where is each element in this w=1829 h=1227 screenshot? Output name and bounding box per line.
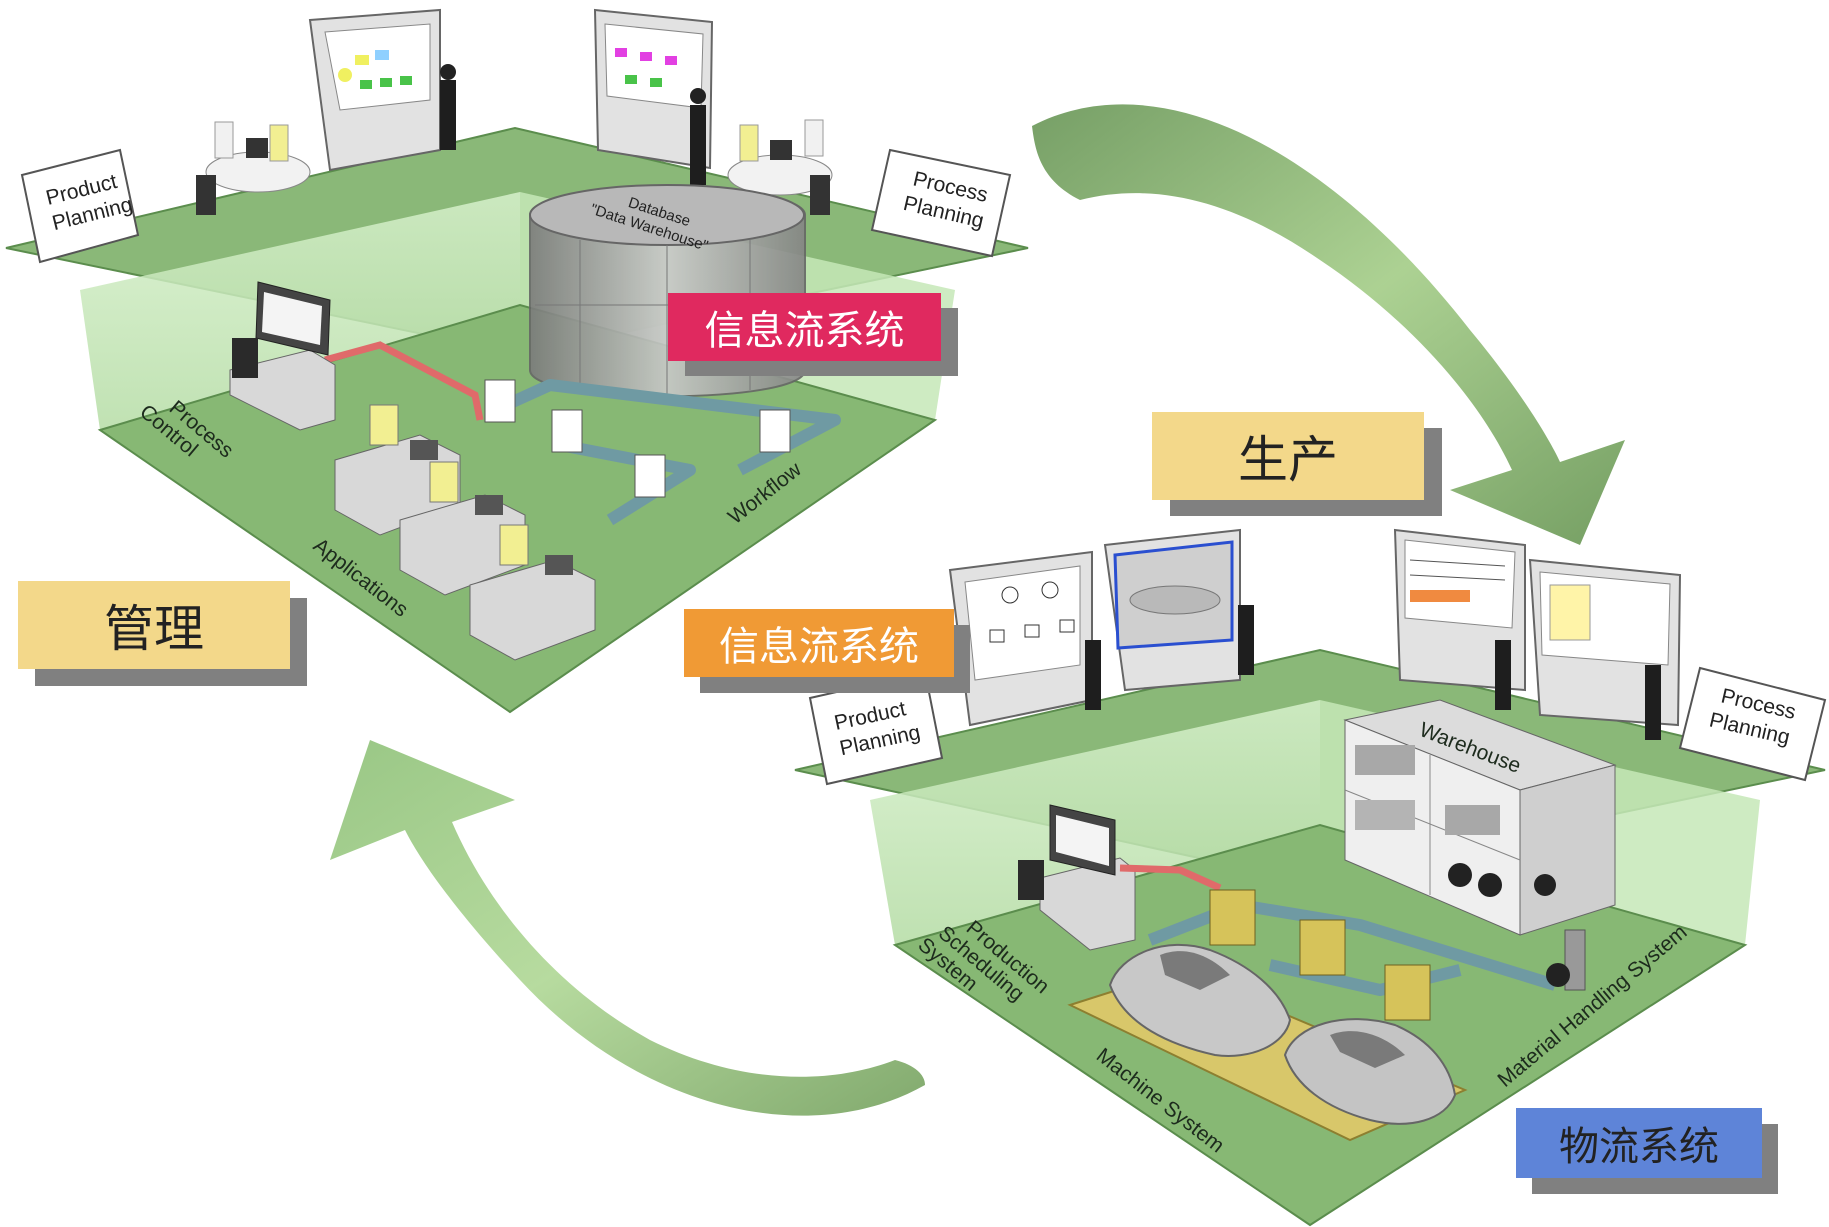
document-icon bbox=[759, 409, 791, 453]
operator-figure bbox=[232, 338, 258, 378]
sign-process-planning-top: ProcessPlanning bbox=[870, 148, 1012, 258]
presenter-figure bbox=[1085, 640, 1101, 710]
display-board-drawing bbox=[1528, 558, 1682, 727]
presenter-head bbox=[440, 64, 456, 80]
operator-figure bbox=[1018, 860, 1044, 900]
logistics-label: 物流系统 bbox=[1516, 1108, 1762, 1178]
presenter-figure bbox=[440, 80, 456, 150]
display-board-table bbox=[1393, 528, 1526, 692]
management-label-text: 管理 bbox=[104, 600, 204, 658]
production-label-text: 生产 bbox=[1238, 431, 1338, 489]
presenter-figure bbox=[690, 105, 706, 185]
scheduling-desk bbox=[1039, 857, 1136, 951]
process-control-link bbox=[324, 341, 484, 421]
document-icon bbox=[551, 409, 583, 453]
info-flow-label-bottom-text: 信息流系统 bbox=[719, 624, 919, 670]
warehouse-shelf: Warehouse bbox=[1343, 699, 1617, 936]
presenter-figure bbox=[1238, 605, 1254, 675]
management-scene: ProductPlanning ProcessPlanning bbox=[5, 8, 1029, 714]
scheduling-link bbox=[1119, 864, 1222, 892]
person-figure bbox=[810, 175, 830, 215]
person-figure bbox=[214, 121, 234, 159]
person-figure bbox=[739, 124, 759, 162]
workflow-pipe bbox=[558, 439, 696, 526]
presenter-head bbox=[690, 88, 706, 104]
presenter-figure bbox=[1645, 665, 1661, 740]
info-flow-label-top: 信息流系统 bbox=[668, 293, 941, 361]
cycle-arrow-right bbox=[1032, 104, 1625, 545]
display-board-left bbox=[308, 8, 441, 172]
display-board-right bbox=[593, 8, 714, 170]
management-label: 管理 bbox=[18, 581, 290, 669]
document-icon bbox=[484, 379, 516, 423]
document-icon bbox=[634, 454, 666, 498]
presenter-figure bbox=[1495, 640, 1511, 710]
logistics-label-text: 物流系统 bbox=[1559, 1124, 1719, 1170]
info-flow-label-top-text: 信息流系统 bbox=[704, 308, 905, 354]
robot-arm bbox=[1384, 964, 1431, 1021]
sign-product-planning-top: ProductPlanning bbox=[20, 148, 140, 264]
person-figure bbox=[269, 124, 289, 162]
application-desks bbox=[334, 404, 596, 661]
production-scene: ProductPlanning ProcessPlanning bbox=[794, 528, 1827, 1227]
display-board-diagram bbox=[948, 550, 1093, 727]
laptop bbox=[770, 140, 792, 160]
info-flow-label-bottom: 信息流系统 bbox=[684, 609, 954, 677]
sign-process-planning-bottom: ProcessPlanning bbox=[1678, 666, 1827, 782]
laptop bbox=[246, 138, 268, 158]
person-figure bbox=[196, 175, 216, 215]
car-body bbox=[1108, 943, 1292, 1057]
display-board-car bbox=[1103, 528, 1241, 692]
production-label: 生产 bbox=[1152, 412, 1424, 500]
cycle-arrow-left bbox=[330, 740, 925, 1116]
person-figure bbox=[804, 119, 824, 157]
car-body bbox=[1283, 1018, 1457, 1125]
robot-arm bbox=[1299, 919, 1346, 976]
robot-arm bbox=[1209, 889, 1256, 946]
material-handling-pipe bbox=[1147, 899, 1557, 991]
sign-product-planning-bottom: ProductPlanning bbox=[808, 670, 944, 786]
